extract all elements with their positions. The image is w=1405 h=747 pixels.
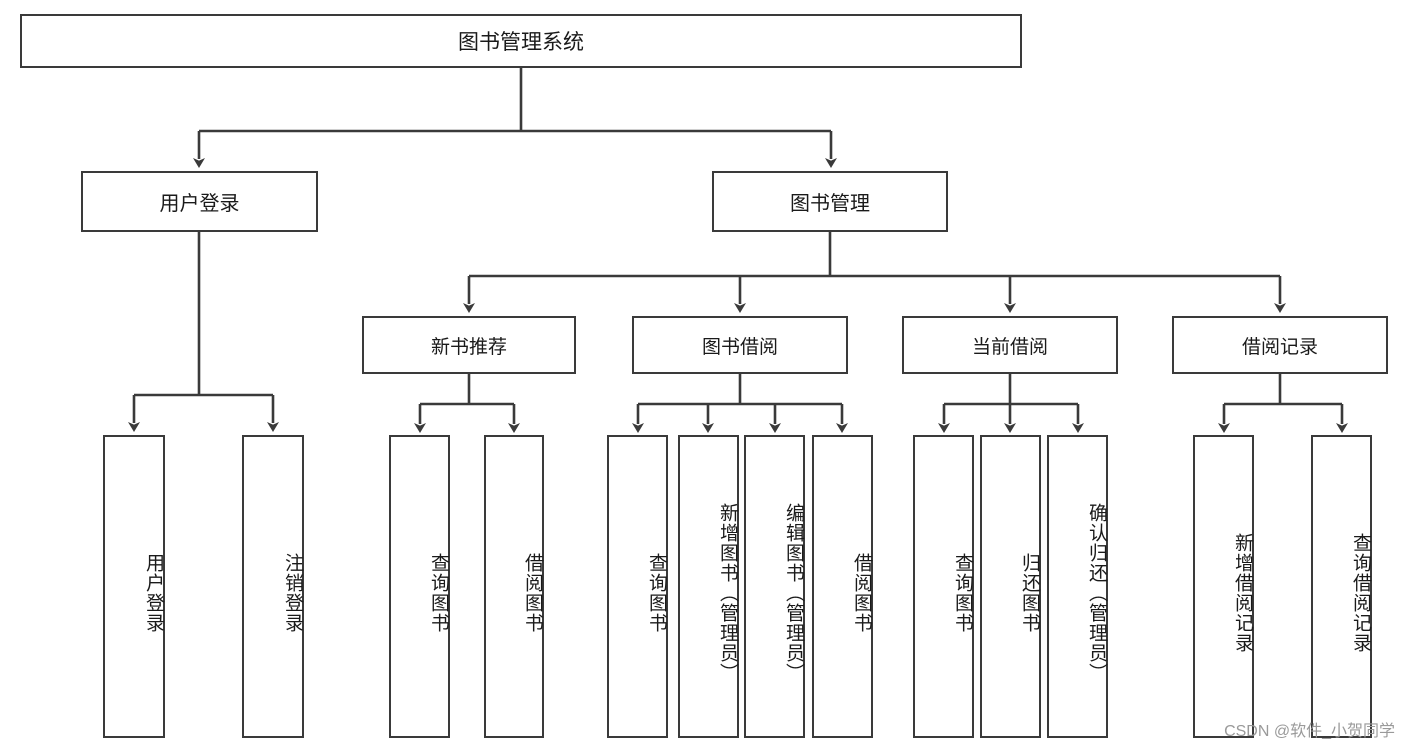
- node-leaf-query-book-3-label: 查询图书: [952, 552, 973, 633]
- node-leaf-query-borrow-record[interactable]: 查询借阅记录: [1311, 435, 1372, 738]
- node-leaf-query-book-1[interactable]: 查询图书: [389, 435, 450, 738]
- node-book-borrow-label: 图书借阅: [701, 336, 778, 358]
- node-leaf-user-login[interactable]: 用户登录: [103, 435, 165, 738]
- node-user-login[interactable]: 用户登录: [81, 171, 318, 232]
- node-leaf-logout[interactable]: 注销登录: [242, 435, 304, 738]
- node-root[interactable]: 图书管理系统: [20, 14, 1022, 68]
- node-new-book-recommend[interactable]: 新书推荐: [362, 316, 576, 374]
- node-leaf-borrow-book-1[interactable]: 借阅图书: [484, 435, 544, 738]
- node-leaf-edit-book-label: 编辑图书（管理员）: [783, 502, 804, 683]
- csdn-watermark: CSDN @软件_小贺同学: [1224, 723, 1395, 740]
- node-leaf-add-borrow-record[interactable]: 新增借阅记录: [1193, 435, 1254, 738]
- node-borrow-record-label: 借阅记录: [1241, 336, 1318, 358]
- node-leaf-return-book[interactable]: 归还图书: [980, 435, 1041, 738]
- node-leaf-confirm-return-label: 确认归还（管理员）: [1086, 502, 1107, 683]
- node-root-label: 图书管理系统: [458, 31, 584, 54]
- node-leaf-query-book-3[interactable]: 查询图书: [913, 435, 974, 738]
- node-leaf-return-book-label: 归还图书: [1019, 552, 1040, 633]
- node-leaf-logout-label: 注销登录: [282, 552, 303, 633]
- node-current-borrow[interactable]: 当前借阅: [902, 316, 1118, 374]
- node-leaf-add-book-label: 新增图书（管理员）: [717, 502, 738, 683]
- node-book-management[interactable]: 图书管理: [712, 171, 948, 232]
- node-leaf-query-book-2[interactable]: 查询图书: [607, 435, 668, 738]
- node-leaf-user-login-label: 用户登录: [143, 552, 164, 633]
- node-leaf-borrow-book-1-label: 借阅图书: [522, 552, 543, 633]
- node-leaf-query-book-1-label: 查询图书: [428, 552, 449, 633]
- node-leaf-borrow-book-2[interactable]: 借阅图书: [812, 435, 873, 738]
- node-new-book-recommend-label: 新书推荐: [430, 336, 507, 358]
- node-user-login-label: 用户登录: [159, 193, 240, 215]
- node-leaf-query-borrow-record-label: 查询借阅记录: [1350, 532, 1371, 653]
- node-borrow-record[interactable]: 借阅记录: [1172, 316, 1388, 374]
- node-leaf-add-borrow-record-label: 新增借阅记录: [1232, 532, 1253, 653]
- node-current-borrow-label: 当前借阅: [971, 336, 1048, 358]
- node-leaf-edit-book[interactable]: 编辑图书（管理员）: [744, 435, 805, 738]
- node-leaf-confirm-return[interactable]: 确认归还（管理员）: [1047, 435, 1108, 738]
- node-leaf-add-book[interactable]: 新增图书（管理员）: [678, 435, 739, 738]
- node-leaf-query-book-2-label: 查询图书: [646, 552, 667, 633]
- node-leaf-borrow-book-2-label: 借阅图书: [851, 552, 872, 633]
- node-book-management-label: 图书管理: [790, 193, 870, 215]
- node-book-borrow[interactable]: 图书借阅: [632, 316, 848, 374]
